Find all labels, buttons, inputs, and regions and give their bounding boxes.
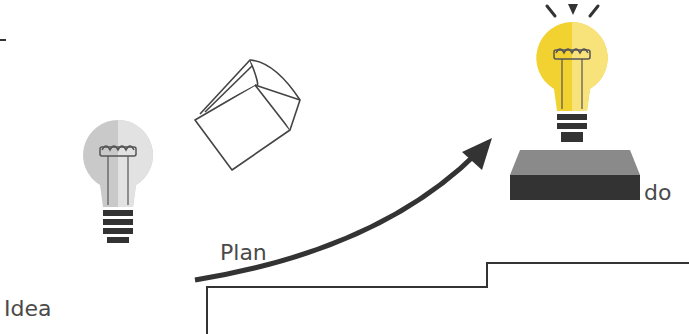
- platform-box: [510, 150, 640, 200]
- light-rays: [547, 4, 598, 16]
- book-icon: [195, 60, 300, 170]
- staircase-line: [207, 263, 689, 334]
- lit-bulb: [536, 22, 607, 142]
- idea-bulb: [83, 120, 153, 243]
- step-label: do: [644, 182, 671, 204]
- step-label: Idea: [4, 298, 51, 320]
- step-label: Plan: [220, 242, 267, 264]
- edge-mark: [0, 39, 6, 41]
- progress-arrow: [195, 152, 478, 280]
- arrow-head: [462, 138, 492, 170]
